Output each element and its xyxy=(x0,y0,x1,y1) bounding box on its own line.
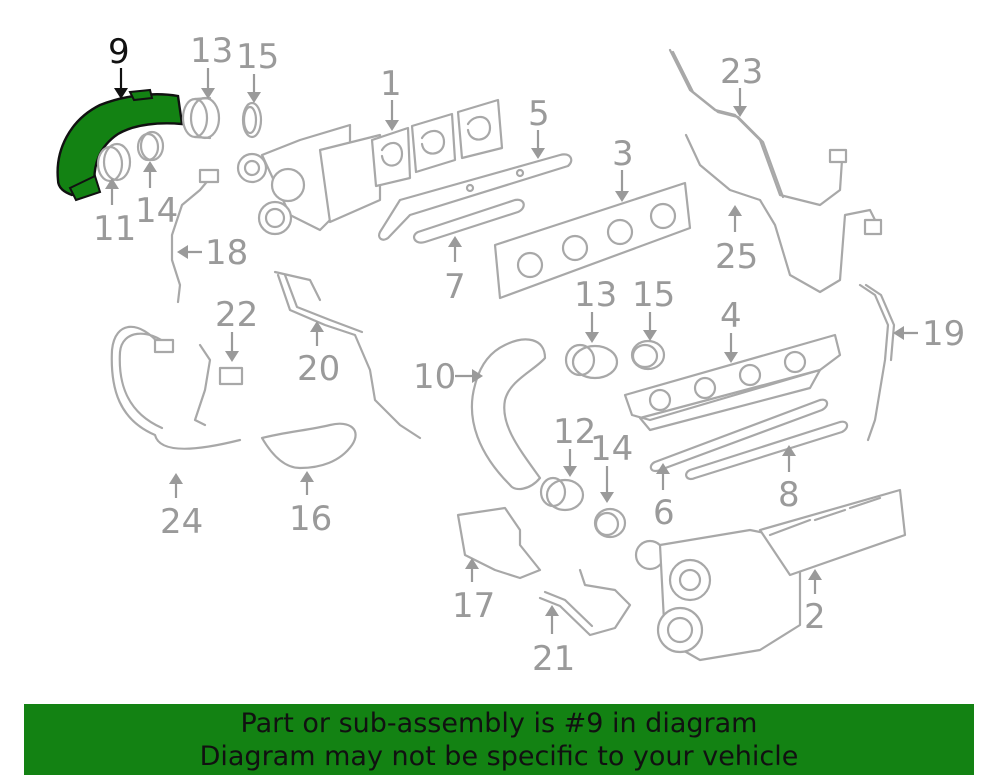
part-20-line[interactable] xyxy=(273,270,422,440)
callout-11: 11 xyxy=(93,209,136,249)
part-11-coupler[interactable] xyxy=(96,142,132,183)
part-10-hose[interactable] xyxy=(470,338,547,491)
callout-15a: 15 xyxy=(236,37,279,77)
callout-9: 9 xyxy=(108,32,130,72)
banner-line-1: Part or sub-assembly is #9 in diagram xyxy=(240,708,758,739)
part-25-coolant-line[interactable] xyxy=(684,133,883,294)
callout-19: 19 xyxy=(922,314,965,354)
part-2-turbocharger[interactable] xyxy=(634,488,907,662)
part-22-fitting[interactable] xyxy=(193,343,244,427)
part-15-ring-lower[interactable] xyxy=(630,339,666,371)
part-1-turbocharger[interactable] xyxy=(236,98,504,236)
part-13-coupler-lower[interactable] xyxy=(564,343,619,380)
part-23-oil-line[interactable] xyxy=(668,48,848,207)
callout-18: 18 xyxy=(205,233,248,273)
part-4-manifold[interactable] xyxy=(623,333,842,432)
callout-5: 5 xyxy=(528,94,550,134)
callout-8: 8 xyxy=(778,475,800,515)
banner-line-2: Diagram may not be specific to your vehi… xyxy=(199,741,799,772)
callout-4: 4 xyxy=(720,296,742,336)
part-8-gasket[interactable] xyxy=(685,420,849,481)
part-14-clamp-lower[interactable] xyxy=(593,507,627,539)
part-6-gasket[interactable] xyxy=(649,398,829,473)
callout-17: 17 xyxy=(452,586,495,626)
part-17-heat-shield[interactable] xyxy=(456,506,542,580)
callout-23: 23 xyxy=(720,52,763,92)
info-banner: Part or sub-assembly is #9 in diagram Di… xyxy=(24,704,974,775)
callout-6: 6 xyxy=(653,493,675,533)
callout-22: 22 xyxy=(215,295,258,335)
callout-13a: 13 xyxy=(190,31,233,71)
callout-15b: 15 xyxy=(632,275,675,315)
callout-13b: 13 xyxy=(574,275,617,315)
part-12-coupler[interactable] xyxy=(539,476,585,512)
callout-2: 2 xyxy=(804,597,826,637)
callout-16: 16 xyxy=(289,499,332,539)
callout-3: 3 xyxy=(612,134,634,174)
callout-14b: 14 xyxy=(590,429,633,469)
part-3-manifold-gasket[interactable] xyxy=(493,181,692,300)
callout-12: 12 xyxy=(553,412,596,452)
part-7-gasket[interactable] xyxy=(412,198,525,244)
callout-24: 24 xyxy=(160,502,203,542)
part-19-line[interactable] xyxy=(858,283,896,442)
part-24-pipe[interactable] xyxy=(110,325,242,450)
part-9-intake-hose[interactable] xyxy=(56,88,184,202)
callout-1: 1 xyxy=(380,64,402,104)
callout-20: 20 xyxy=(297,349,340,389)
part-21-pipe[interactable] xyxy=(538,568,632,637)
part-18-line[interactable] xyxy=(170,168,220,304)
callout-10: 10 xyxy=(413,357,456,397)
part-5-gasket[interactable] xyxy=(378,153,573,241)
callout-25: 25 xyxy=(715,237,758,277)
part-15-ring-top[interactable] xyxy=(241,101,263,139)
callout-14a: 14 xyxy=(135,191,178,231)
callout-21: 21 xyxy=(532,639,575,679)
part-13-coupler-top[interactable] xyxy=(181,96,221,140)
callout-7: 7 xyxy=(444,267,466,307)
part-16-heat-shield[interactable] xyxy=(260,422,357,470)
parts-diagram: 9 13 15 11 14 1 5 3 7 23 25 18 22 20 10 … xyxy=(56,31,965,679)
part-14-clamp[interactable] xyxy=(136,130,165,162)
